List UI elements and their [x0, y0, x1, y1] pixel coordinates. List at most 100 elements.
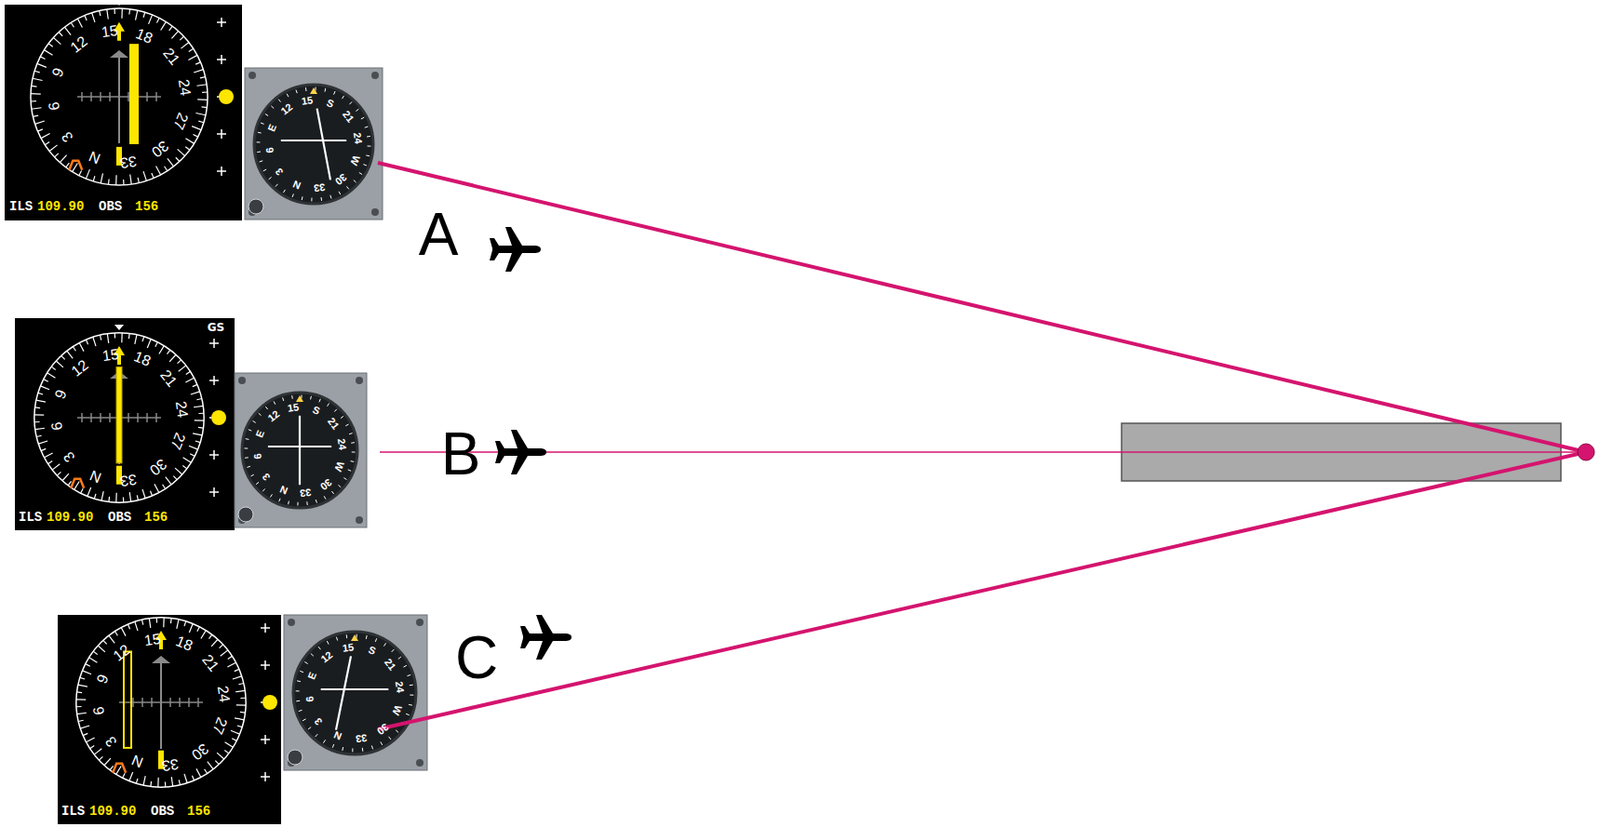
airplane-icon — [489, 227, 541, 272]
hsi-panel — [4, 4, 243, 221]
approach-line — [379, 451, 1587, 454]
compass-number: 24 — [215, 685, 232, 704]
cdi-card-number: 6 — [252, 453, 264, 461]
cdi-bezel — [244, 67, 383, 220]
obs-knob — [248, 199, 264, 215]
localizer-needle — [317, 108, 331, 181]
nav-readout: 109.90 — [89, 805, 136, 819]
compass-number: 15 — [143, 631, 162, 649]
bezel-screw — [355, 376, 364, 385]
bezel-screw — [287, 618, 296, 627]
cdi-card-number: 24 — [351, 132, 364, 146]
cdi-ticks — [256, 87, 372, 202]
nav-readout: 156 — [144, 510, 168, 525]
cdi-bar — [116, 366, 122, 463]
cdi-bezel — [234, 373, 367, 528]
bezel-screw — [371, 208, 379, 216]
compass-ring — [34, 333, 204, 503]
cdi-dial — [254, 84, 374, 204]
instrument-pair — [14, 318, 1587, 531]
compass-ring — [30, 8, 208, 186]
airplane-icon — [520, 615, 572, 660]
glideslope-pointer — [218, 89, 234, 105]
nav-readout: OBS — [150, 805, 175, 819]
nav-readout: ILS — [61, 805, 85, 819]
compass-number: 15 — [101, 347, 121, 364]
hsi-panel — [57, 615, 282, 825]
compass-number: 24 — [173, 400, 190, 419]
obs-knob — [238, 507, 254, 523]
compass-number: 24 — [175, 78, 193, 97]
cdi-dial — [242, 392, 358, 509]
index-mark — [295, 395, 304, 403]
bezel-screw — [371, 71, 379, 80]
lubber-mark — [156, 609, 166, 616]
nav-readout: OBS — [98, 200, 122, 214]
compass-ring — [76, 618, 246, 788]
compass-number: 33 — [119, 153, 138, 171]
glideslope-needle — [321, 688, 390, 691]
cdi-card-number: 24 — [393, 680, 406, 694]
obs-knob — [287, 750, 303, 766]
heading-bug — [112, 764, 126, 774]
glideslope-pointer — [262, 695, 278, 711]
approach-line — [377, 162, 1587, 453]
position-letter: B — [441, 424, 482, 485]
glideslope-needle — [281, 139, 347, 142]
cdi-card-number: 24 — [336, 438, 349, 452]
bezel-screw — [248, 71, 256, 80]
position-letter: A — [418, 204, 459, 265]
cdi-bar — [123, 651, 132, 748]
nav-readout: 109.90 — [46, 510, 94, 525]
localizer-antenna — [1577, 443, 1595, 461]
cdi-bar — [129, 43, 139, 145]
glideslope-label: GS — [207, 322, 226, 334]
heading-bug — [70, 479, 84, 489]
hsi-panel — [14, 318, 235, 531]
cdi-card-number: 15 — [287, 402, 301, 415]
heading-bug — [68, 161, 82, 171]
bezel-screw — [416, 759, 424, 767]
cdi-ticks — [295, 634, 415, 753]
compass-number: 6 — [46, 100, 63, 111]
compass-number: 15 — [100, 23, 120, 41]
aircraft-symbol — [109, 50, 129, 58]
nav-readout: 156 — [134, 200, 159, 214]
nav-readout: 156 — [187, 805, 211, 819]
nav-readout: ILS — [18, 510, 42, 525]
index-mark — [350, 634, 359, 642]
cdi-card-number: 15 — [301, 94, 315, 108]
nav-readout: OBS — [107, 510, 132, 525]
compass-number: 33 — [118, 471, 137, 489]
localizer-needle — [336, 656, 351, 730]
approach-line — [377, 452, 1587, 730]
bezel-screw — [355, 516, 364, 525]
bezel-screw — [416, 618, 424, 627]
glideslope-needle — [268, 445, 332, 448]
glideslope-pointer — [211, 410, 227, 426]
index-mark — [309, 87, 318, 95]
position-letter: C — [455, 628, 498, 688]
illustration-layer — [4, 0, 1595, 825]
bezel-screw — [238, 376, 246, 385]
cdi-bezel — [283, 615, 428, 771]
airplane-icon — [495, 430, 547, 475]
instrument-pair — [57, 452, 1587, 825]
aircraft-symbol — [151, 656, 171, 664]
localizer-needle — [298, 416, 301, 485]
nav-readout: ILS — [9, 200, 33, 214]
compass-ticks — [76, 618, 246, 788]
compass-ticks — [30, 8, 208, 186]
cdi-card-number: 33 — [354, 732, 368, 745]
cdi-ticks — [244, 395, 356, 507]
cdi-card-number: 33 — [299, 486, 313, 499]
compass-ticks — [34, 333, 204, 503]
lubber-mark — [114, 0, 124, 6]
nav-readout: 109.90 — [37, 200, 84, 214]
cdi-card-number: 33 — [313, 182, 327, 195]
cdi-dial — [293, 631, 417, 755]
lubber-mark — [114, 324, 124, 331]
cdi-card-number: 15 — [341, 642, 355, 655]
